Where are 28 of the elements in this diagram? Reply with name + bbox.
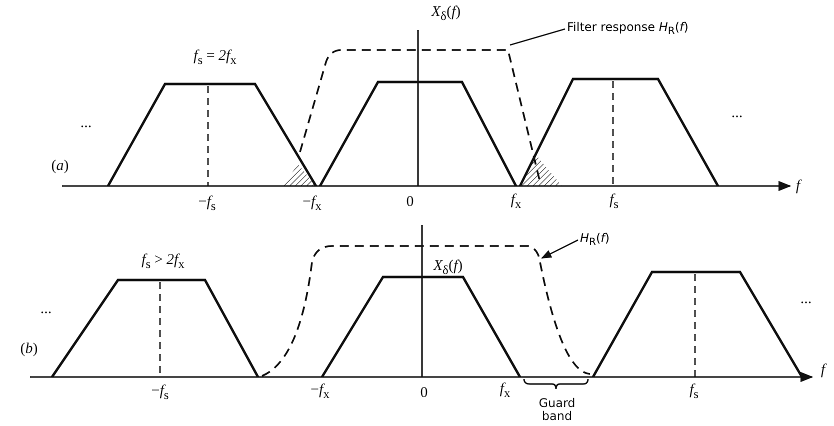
tick-label: f$_{s}$ [609,192,619,212]
tick-label: −f$_{s}$ [198,194,216,214]
callout-label: Filter response H$_{R}$(f) [567,20,688,38]
tick-label: −f$_{x}$ [302,194,322,214]
axis-label: X$_{δ}$(f) [431,4,461,24]
leader-line [510,28,566,46]
tick-label: 0 [406,194,414,210]
tick-label: f$_{s}$ [689,382,699,402]
tick-label: f$_{x}$ [500,381,510,401]
ellipsis: ... [731,104,743,122]
leader-line [541,239,578,259]
tick-label: −f$_{x}$ [310,382,330,402]
tick-label: f$_{x}$ [510,192,522,212]
filter-response-curve [262,245,590,377]
ellipsis: ... [80,114,92,132]
condition-label: f$_{s}$ > 2f$_{x}$ [142,252,184,272]
axis-label: f [820,362,826,378]
panel-label: (b) [20,340,38,358]
condition-label: f$_{s}$ = 2f$_{x}$ [194,48,236,68]
tick-label: −f$_{s}$ [151,383,169,403]
axis-label: X$_{δ}$(f) [433,258,463,278]
panel-label: (a) [51,158,69,174]
callout-label: H$_{R}$(f) [580,232,610,248]
ellipsis: ... [800,290,812,308]
axis-label: f [796,178,800,194]
ellipsis: ... [40,300,52,318]
tick-label: 0 [420,384,428,402]
guard-band-label: Guard band [538,396,576,424]
